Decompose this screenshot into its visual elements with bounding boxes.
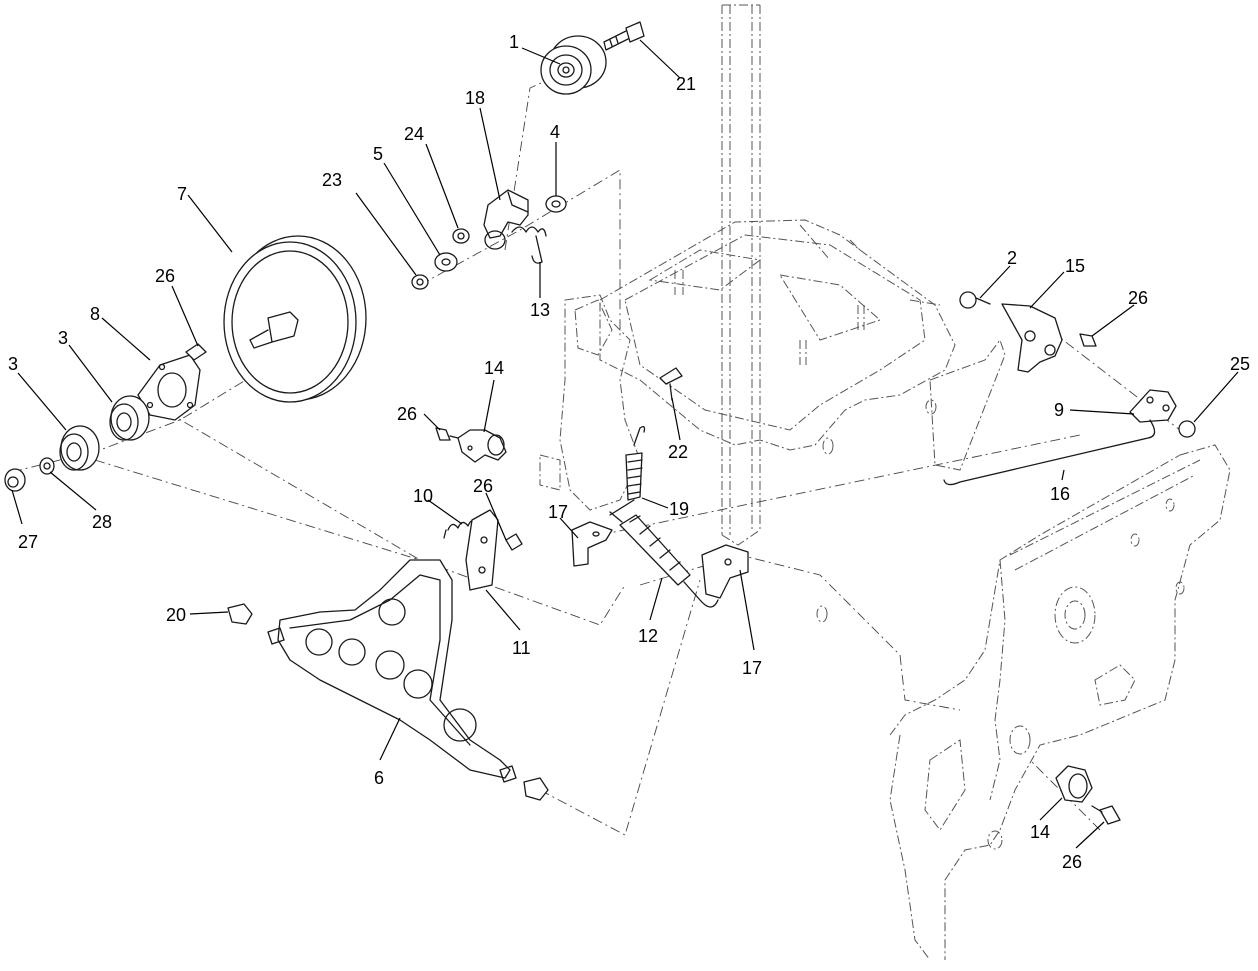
callout-8: 8	[90, 304, 100, 324]
callout-6: 6	[374, 768, 384, 788]
bolt-2	[959, 291, 991, 309]
spring-19	[609, 426, 646, 516]
callout-9: 9	[1054, 400, 1064, 420]
callout-23: 23	[322, 170, 342, 190]
callout-24: 24	[404, 124, 424, 144]
stud-22	[659, 367, 683, 401]
callout-15: 15	[1065, 256, 1085, 276]
callout-11: 11	[512, 638, 531, 658]
link-plate-9	[1129, 389, 1177, 423]
bolt-26-bushing	[435, 427, 459, 441]
callout-26-bracket: 26	[473, 476, 493, 496]
leader-lines	[11, 39, 1239, 849]
spring-12	[609, 511, 719, 608]
callout-5: 5	[373, 144, 383, 164]
hardware-nut-24	[452, 228, 470, 244]
callout-19: 19	[669, 499, 689, 519]
control-rod-16	[943, 419, 1156, 486]
bracket-17-left	[571, 521, 613, 567]
callout-25: 25	[1230, 354, 1250, 374]
bearing-3-upper	[109, 395, 150, 441]
shoulder-bolt	[603, 21, 645, 51]
callout-26-bushing: 26	[397, 404, 417, 424]
torsion-spring	[511, 226, 547, 264]
callout-26-lower: 26	[1062, 852, 1082, 872]
callout-3-upper: 3	[58, 328, 68, 348]
callout-4: 4	[550, 122, 560, 142]
callout-12: 12	[638, 626, 658, 646]
callout-17-left: 17	[548, 502, 568, 522]
callout-26-pivot: 26	[1128, 288, 1148, 308]
callout-14-lower: 14	[1030, 822, 1050, 842]
frame-phantom	[539, 4, 1231, 961]
bearing-3-lower	[59, 425, 100, 471]
drive-pulley	[223, 235, 367, 403]
bolt-26-pivot	[1079, 333, 1097, 347]
nut-23	[411, 274, 429, 290]
callouts: 1 21 18 24 4 5 23 7 13 26 8 3 3 14 26 27…	[8, 32, 1250, 872]
cap-20	[227, 603, 253, 625]
callout-1: 1	[509, 32, 519, 52]
callout-20: 20	[166, 605, 186, 625]
callout-3-lower: 3	[8, 354, 18, 374]
bushing-14-upper	[457, 429, 507, 463]
callout-18: 18	[465, 88, 485, 108]
callout-13: 13	[530, 300, 550, 320]
washer-5	[434, 252, 458, 272]
callout-7: 7	[177, 184, 187, 204]
bolt-26-bracket	[505, 533, 523, 551]
callout-21: 21	[676, 74, 696, 94]
callout-22: 22	[668, 442, 688, 462]
washer-28	[39, 457, 55, 475]
callout-28: 28	[92, 512, 112, 532]
pivot-bracket-15	[1001, 303, 1063, 373]
callout-16: 16	[1050, 484, 1070, 504]
callout-2: 2	[1007, 248, 1017, 268]
nut-27	[4, 468, 26, 492]
callout-14-upper: 14	[484, 358, 504, 378]
idler-pulley	[540, 35, 607, 95]
bracket-11	[465, 509, 499, 591]
bolt-26-lower	[1091, 805, 1121, 825]
idler-arm	[483, 189, 529, 250]
nut-25	[1178, 420, 1196, 438]
cap-20-lower	[523, 777, 549, 801]
callout-10: 10	[413, 486, 433, 506]
bushing-14-lower	[1055, 765, 1093, 803]
callout-17-right: 17	[742, 658, 762, 678]
callout-26-flange: 26	[155, 266, 175, 286]
washer-4	[545, 195, 567, 213]
bearing-flange	[137, 354, 201, 421]
bracket-17-right	[701, 544, 749, 599]
bolt-26-flange	[185, 343, 207, 361]
assembly-guides	[11, 69, 1181, 836]
lever-plate	[267, 559, 517, 783]
callout-27: 27	[18, 532, 38, 552]
